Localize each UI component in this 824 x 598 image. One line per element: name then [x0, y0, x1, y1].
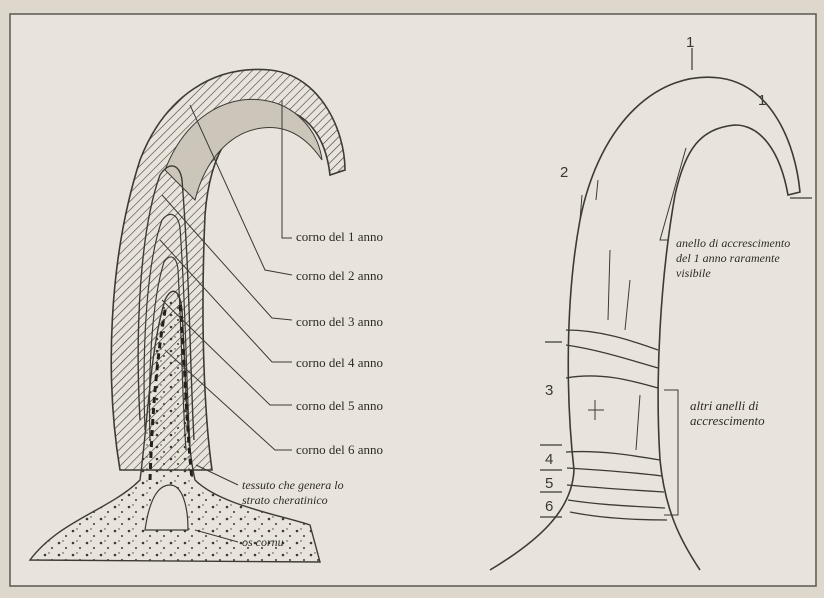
segment-number-4: 4	[545, 451, 553, 468]
segment-number-6: 6	[545, 498, 553, 515]
segment-number-1-tip: 1	[758, 92, 766, 109]
label-horn-year-2: corno del 2 anno	[296, 268, 383, 284]
label-os-cornu: os cornu	[242, 535, 284, 550]
segment-number-2: 2	[560, 164, 568, 181]
segment-number-5: 5	[545, 475, 553, 492]
label-horn-year-1: corno del 1 anno	[296, 229, 383, 245]
label-horn-year-3: corno del 3 anno	[296, 314, 383, 330]
segment-number-3: 3	[545, 382, 553, 399]
segment-number-1-top: 1	[686, 34, 694, 51]
label-horn-year-5: corno del 5 anno	[296, 398, 383, 414]
label-tissue: tessuto che genera lo strato cheratinico	[242, 478, 344, 508]
label-horn-year-4: corno del 4 anno	[296, 355, 383, 371]
label-other-growth-rings: altri anelli di accrescimento	[690, 398, 765, 428]
label-horn-year-6: corno del 6 anno	[296, 442, 383, 458]
label-first-growth-ring: anello di accrescimento del 1 anno raram…	[676, 236, 790, 281]
